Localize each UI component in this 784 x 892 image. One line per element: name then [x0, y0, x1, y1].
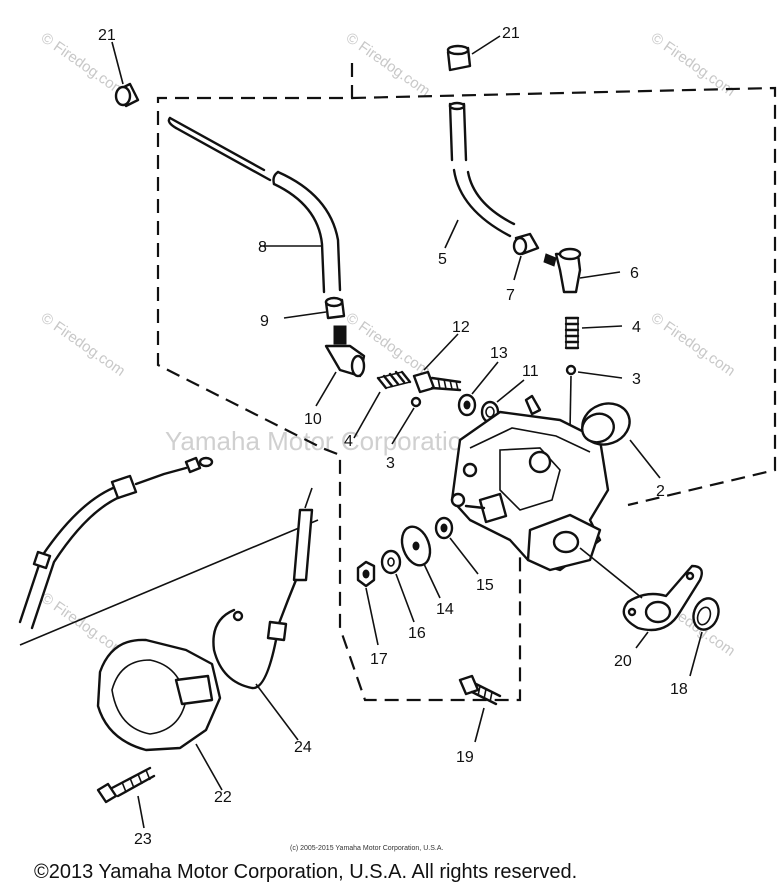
callout-6: 6 [630, 265, 639, 282]
pump-control-cable [18, 456, 214, 630]
hose-clip-left [111, 41, 140, 108]
callout-14: 14 [436, 601, 454, 618]
callout-17: 17 [370, 651, 388, 668]
callout-22: 22 [214, 789, 232, 806]
callout-10: 10 [304, 411, 322, 428]
callout-21-top: 21 [502, 25, 520, 42]
callout-8: 8 [258, 239, 267, 256]
callout-18: 18 [670, 681, 688, 698]
plate-14 [400, 525, 441, 599]
lead-wire-24 [212, 508, 314, 741]
watermark-text: © Firedog.com [38, 309, 129, 379]
bolt-12 [412, 333, 462, 394]
watermark-center-text: Yamaha Motor Corporation [165, 426, 477, 456]
callout-19: 19 [456, 749, 474, 766]
washer-16 [380, 549, 415, 623]
callout-labels: 21 21 8 5 7 6 9 12 4 13 11 3 10 4 3 2 15… [98, 25, 688, 848]
check-ball-right [565, 364, 623, 431]
seal-ring-2 [581, 402, 661, 479]
callout-13: 13 [490, 345, 508, 362]
check-ball-left [391, 396, 422, 445]
callout-7: 7 [506, 287, 515, 304]
callout-24: 24 [294, 739, 312, 756]
check-valve-spring-left [353, 370, 412, 439]
elbow-union-10 [315, 325, 366, 407]
callout-23: 23 [134, 831, 152, 848]
watermark-text: © Firedog.com [343, 29, 434, 99]
hose-clip-7 [512, 232, 540, 281]
bolt-19 [458, 674, 502, 743]
callout-3-right: 3 [632, 371, 641, 388]
callout-4-right: 4 [632, 319, 641, 336]
gasket-20 [579, 547, 703, 649]
o-ring-18 [689, 597, 720, 677]
cable-separator-tick [304, 487, 313, 509]
washer-13 [457, 361, 499, 417]
nut-17 [356, 560, 379, 646]
callout-5: 5 [438, 251, 447, 268]
callout-16: 16 [408, 625, 426, 642]
pump-cover-22 [96, 638, 223, 791]
callout-15: 15 [476, 577, 494, 594]
copyright-notice: ©2013 Yamaha Motor Corporation, U.S.A. A… [34, 861, 577, 883]
assembly-boundary-top [351, 86, 777, 507]
callout-20: 20 [614, 653, 632, 670]
hose-clip-9 [283, 296, 346, 320]
check-valve-spring-right [564, 316, 623, 350]
screw-23 [96, 766, 156, 829]
callout-9: 9 [260, 313, 269, 330]
callout-2: 2 [656, 483, 665, 500]
copyright-small: (c) 2005-2015 Yamaha Motor Corporation, … [290, 845, 443, 852]
fuel-hose-short [444, 101, 516, 249]
assembly-boundary-main [156, 63, 522, 702]
hose-clip-top [446, 35, 501, 72]
watermark-text: © Firedog.com [648, 309, 739, 379]
oil-pump-body [450, 394, 610, 572]
washer-15 [434, 516, 479, 575]
callout-21-left: 21 [98, 27, 116, 44]
cable-separator-line [19, 519, 319, 646]
callout-4-left: 4 [344, 433, 353, 450]
callout-12: 12 [452, 319, 470, 336]
fuel-hose-long [167, 116, 342, 294]
callout-3-left: 3 [386, 455, 395, 472]
elbow-union-6 [543, 247, 621, 294]
callout-11: 11 [522, 363, 539, 380]
